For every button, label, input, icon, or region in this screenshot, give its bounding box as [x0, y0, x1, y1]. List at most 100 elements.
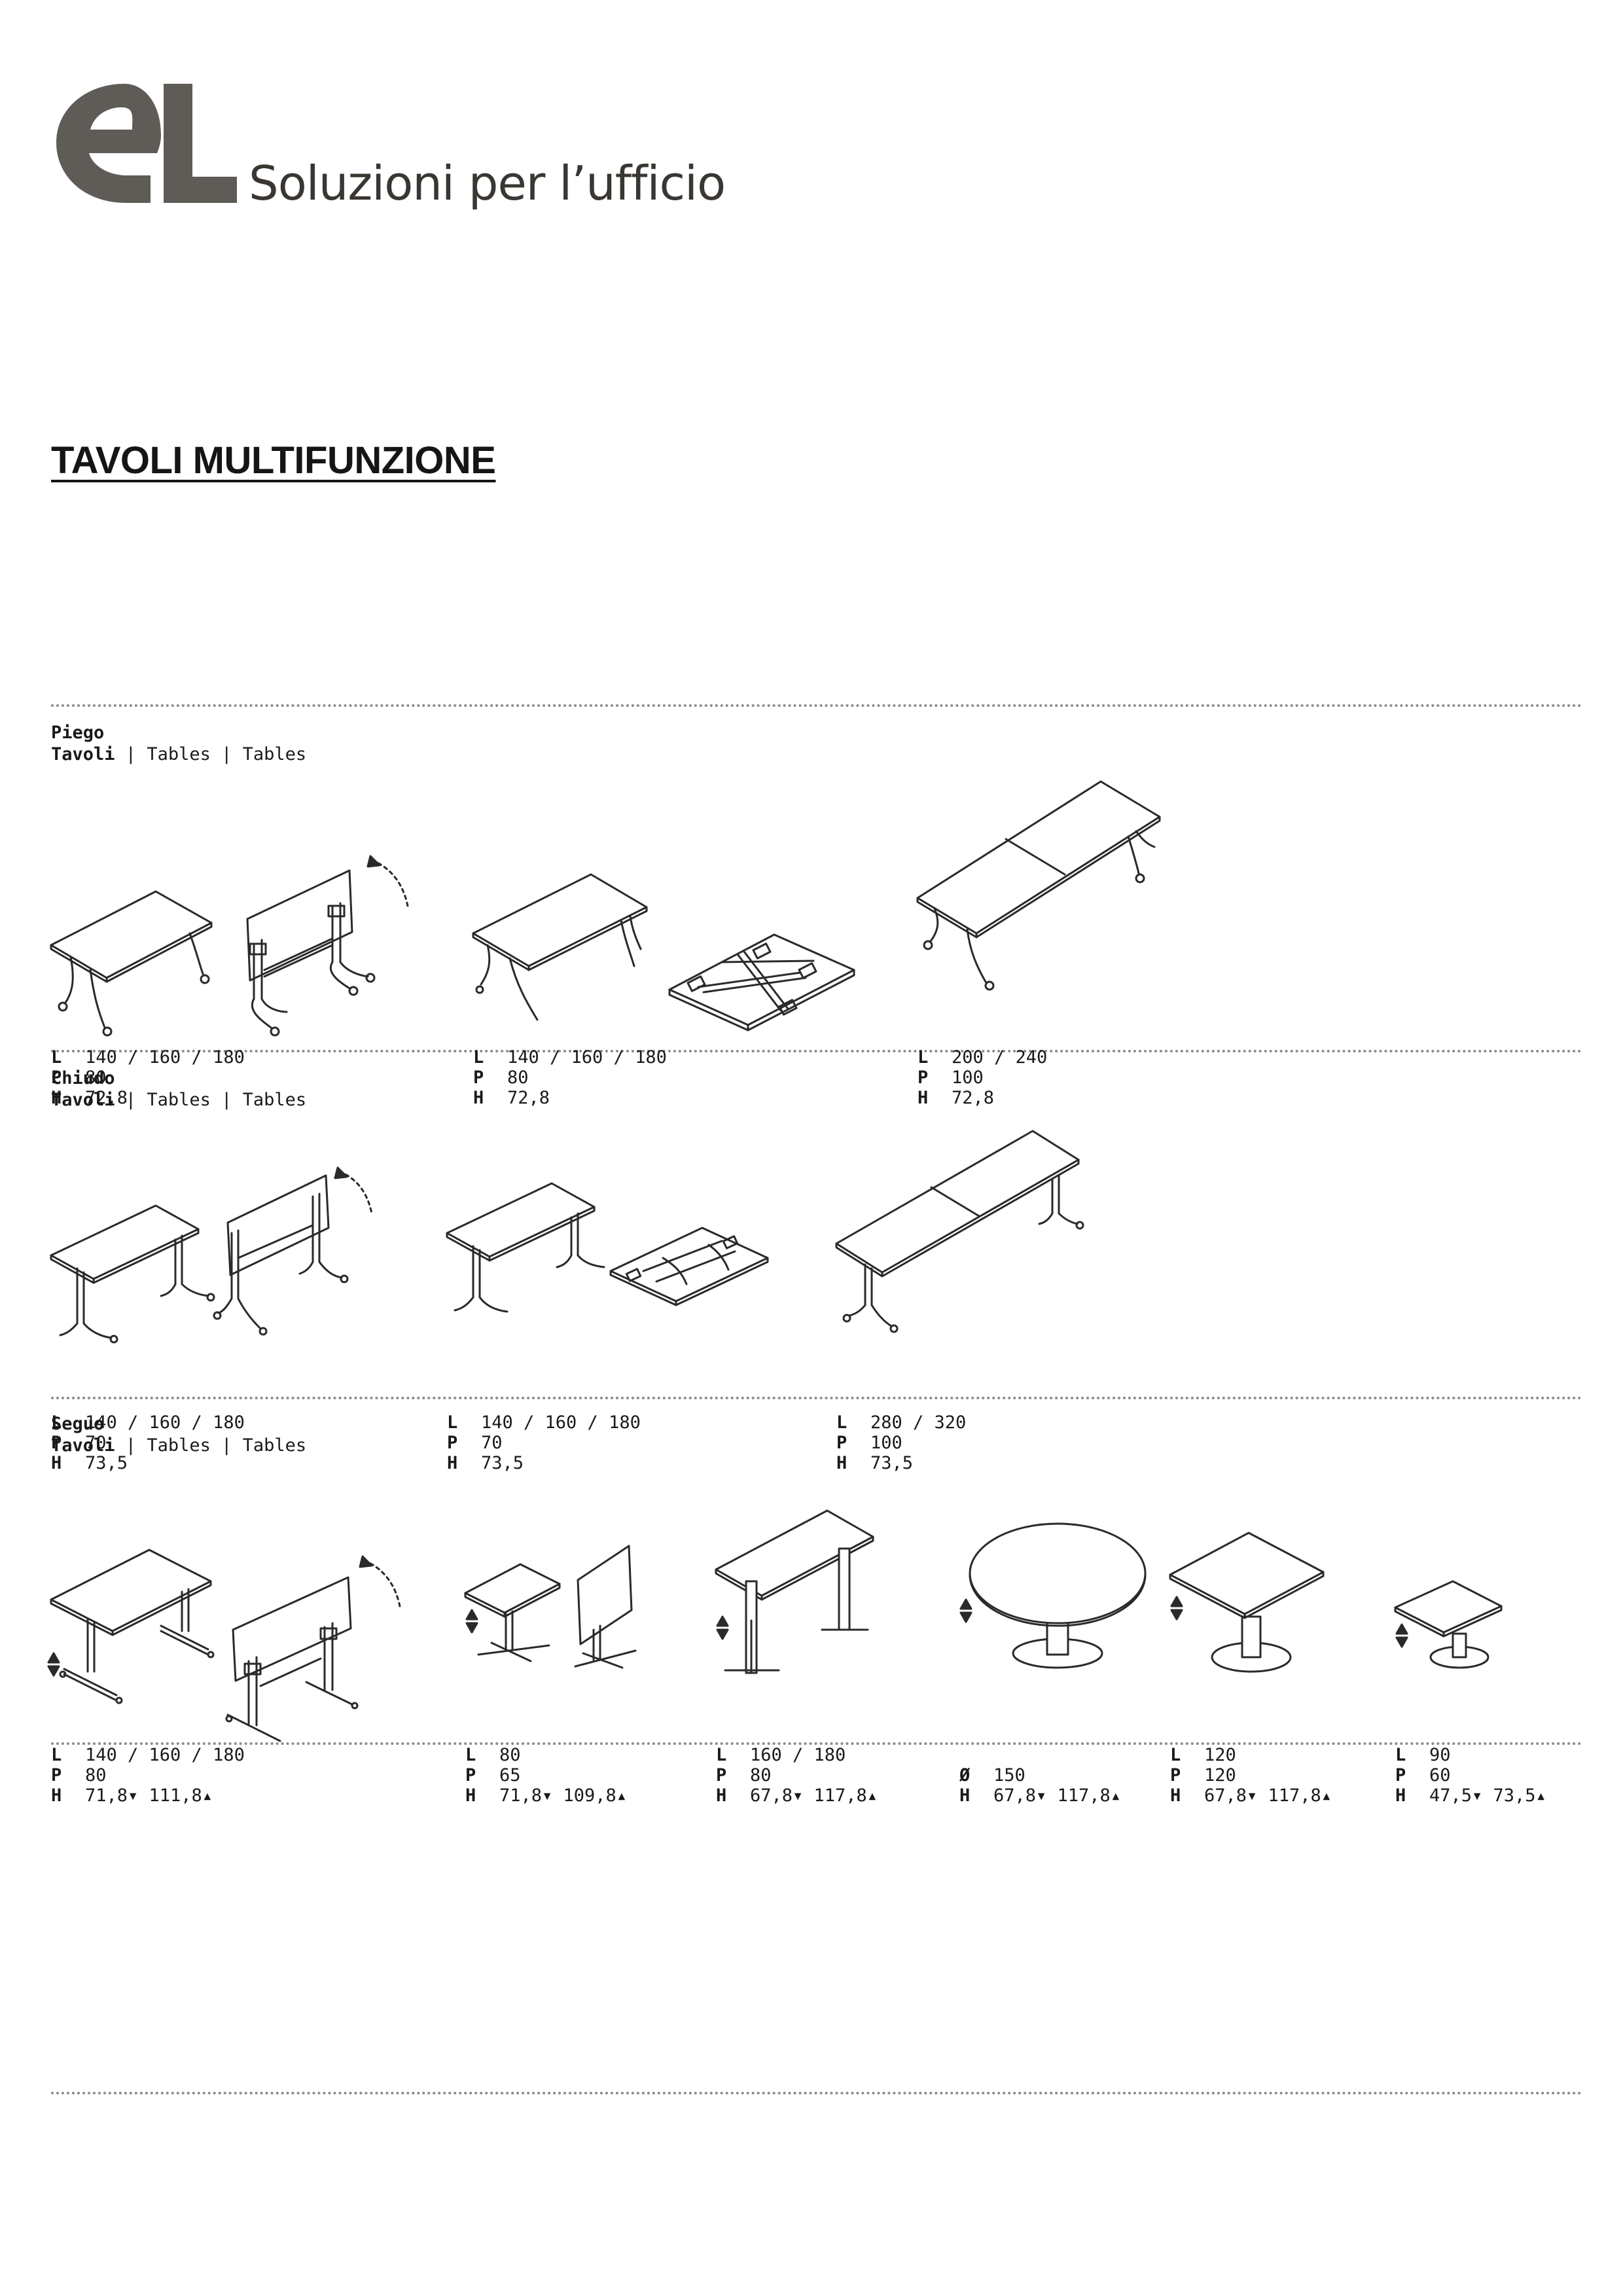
round-pedestal-table-icon — [959, 1512, 1156, 1728]
spec-label: L — [51, 1047, 62, 1067]
spec-label: L — [1170, 1745, 1181, 1765]
spec-label: P — [918, 1067, 929, 1088]
spec-label: P — [447, 1433, 458, 1453]
spec-value: 150 — [993, 1765, 1026, 1785]
spec-label: H — [836, 1453, 847, 1473]
subtitle-first: Tavoli — [51, 1435, 115, 1456]
brand-logo: Soluzioni per l’ufficio — [52, 79, 726, 229]
spec-label: L — [918, 1047, 929, 1067]
square-pedestal-table-icon — [1170, 1525, 1340, 1721]
small-adjustable-table-with-folded-view-icon — [465, 1538, 662, 1741]
long-table-icon — [836, 1131, 1124, 1380]
spec-value: 140 / 160 / 180 — [85, 1047, 245, 1067]
spec-label: H — [51, 1088, 62, 1108]
table-with-nested-view-icon — [473, 795, 879, 1043]
spec-row: L 90 — [1395, 1745, 1546, 1765]
spec-value: 140 / 160 / 180 — [85, 1745, 245, 1765]
spec-label: P — [1170, 1765, 1181, 1785]
spec-label: H — [51, 1453, 62, 1473]
spec-label: P — [716, 1765, 727, 1785]
spec-value: 71,8▾ 111,8▴ — [85, 1785, 213, 1806]
spec-row: H 71,8▾ 111,8▴ — [51, 1785, 245, 1806]
divider — [51, 704, 1582, 707]
section-subtitle: Tavoli | Tables | Tables — [51, 1435, 306, 1456]
spec-row: Ø 150 — [959, 1765, 1121, 1785]
spec-label: L — [716, 1745, 727, 1765]
spec-label: L — [473, 1047, 484, 1067]
spec-row: P 80 — [51, 1765, 245, 1785]
spec-label: P — [51, 1765, 62, 1785]
spec-label: H — [959, 1785, 971, 1806]
spec-value: 80 — [85, 1765, 107, 1785]
spec-value: 72,8 — [507, 1088, 550, 1108]
page-title: TAVOLI MULTIFUNZIONE — [51, 439, 496, 482]
brand-tagline: Soluzioni per l’ufficio — [249, 156, 726, 211]
electric-desk-icon — [716, 1492, 899, 1741]
spec-label: L — [1395, 1745, 1406, 1765]
spec-value: 160 / 180 — [750, 1745, 846, 1765]
spec-value: 73,5 — [85, 1453, 128, 1473]
spec-value: 67,8▾ 117,8▴ — [750, 1785, 878, 1806]
product-specs: L 140 / 160 / 180 P 80 H 71,8▾ 111,8▴ — [51, 1745, 245, 1806]
subtitle-first: Tavoli — [51, 744, 115, 764]
divider — [51, 1742, 1582, 1745]
spec-label: Ø — [959, 1765, 971, 1785]
spec-label: H — [473, 1088, 484, 1108]
spec-value: 120 — [1204, 1745, 1236, 1765]
section-chiudo: Chiudo Tavoli | Tables | Tables — [51, 1068, 1582, 1473]
spec-value: 140 / 160 / 180 — [85, 1412, 245, 1433]
spec-label: L — [51, 1745, 62, 1765]
spec-label: H — [716, 1785, 727, 1806]
spec-label: H — [1170, 1785, 1181, 1806]
spec-row: H 67,8▾ 117,8▴ — [716, 1785, 878, 1806]
section-subtitle: Tavoli | Tables | Tables — [51, 1090, 306, 1110]
spec-value: 90 — [1429, 1745, 1451, 1765]
spec-row: L 140 / 160 / 180 — [51, 1047, 245, 1067]
spec-value: 60 — [1429, 1765, 1451, 1785]
spec-value: 80 — [750, 1765, 772, 1785]
spec-label: H — [465, 1785, 476, 1806]
spec-row: H 67,8▾ 117,8▴ — [1170, 1785, 1332, 1806]
folding-table-with-folded-view-icon — [51, 795, 418, 1043]
divider — [51, 1050, 1582, 1052]
section-title: Seguo — [51, 1414, 105, 1434]
spec-label: P — [465, 1765, 476, 1785]
section-piego: Piego Tavoli | Tables | Tables — [51, 723, 1582, 1108]
spec-label: P — [473, 1067, 484, 1088]
spec-value: 71,8▾ 109,8▴ — [499, 1785, 628, 1806]
section-subtitle: Tavoli | Tables | Tables — [51, 744, 306, 764]
spec-value: 67,8▾ 117,8▴ — [1204, 1785, 1332, 1806]
spec-label: H — [918, 1088, 929, 1108]
spec-label: H — [51, 1785, 62, 1806]
spec-label: P — [51, 1067, 62, 1088]
section-seguo: Seguo Tavoli | Tables | Tables — [51, 1414, 1582, 1806]
spec-value: 100 — [952, 1067, 984, 1088]
spec-row: H 73,5 — [51, 1453, 245, 1473]
divider — [51, 2092, 1582, 2094]
spec-row: H 72,8 — [473, 1088, 667, 1108]
spec-row: P 100 — [918, 1067, 1047, 1088]
section-title: Chiudo — [51, 1068, 115, 1088]
subtitle-first: Tavoli — [51, 1090, 115, 1110]
table-with-nested-view-icon — [447, 1173, 813, 1395]
spec-label: P — [51, 1433, 62, 1453]
